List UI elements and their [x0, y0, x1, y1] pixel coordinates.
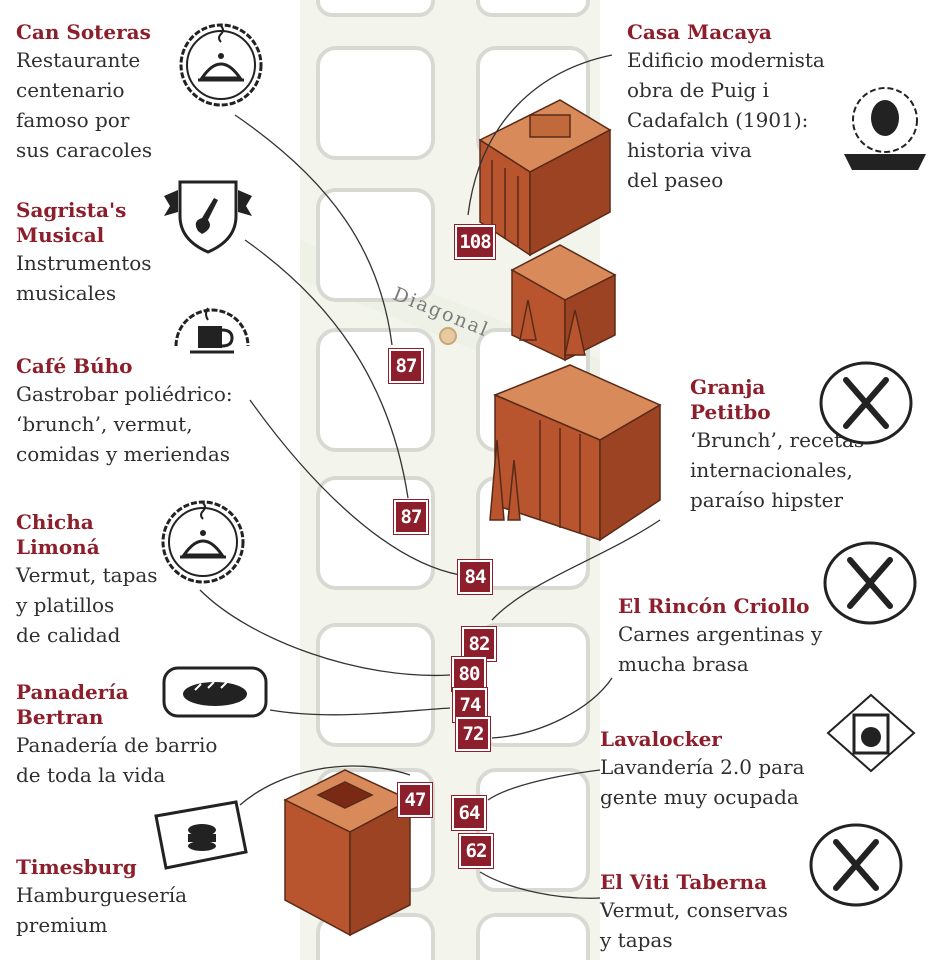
dish-cloche-icon — [161, 500, 245, 584]
place-title: El Viti Taberna — [600, 870, 768, 894]
place-desc-line: historia viva — [627, 138, 752, 162]
number-82: 82 — [461, 626, 497, 662]
place-title: Café Búho — [16, 354, 133, 378]
place-el-rincon-criollo: El Rincón Criollo Carnes argentinas y mu… — [618, 594, 822, 679]
place-desc-line: del paseo — [627, 168, 724, 192]
fork-knife-icon — [809, 823, 903, 907]
place-desc-line: Panadería de barrio — [16, 733, 218, 757]
timesburg-building — [283, 769, 412, 937]
place-desc-line: internacionales, — [690, 458, 853, 482]
church-building — [489, 299, 662, 542]
number-62: 62 — [458, 833, 494, 869]
place-desc-line: sus caracoles — [16, 138, 153, 162]
place-desc-line: obra de Puig i — [627, 78, 769, 102]
place-desc-line: de toda la vida — [16, 763, 166, 787]
place-desc-line: paraíso hipster — [690, 488, 844, 512]
fork-knife-icon — [823, 541, 917, 625]
place-el-viti-taberna: El Viti Taberna Vermut, conservas y tapa… — [600, 870, 788, 955]
place-chicha-limona: Chicha Limoná Vermut, tapas y platillos … — [16, 510, 158, 650]
place-desc-line: Edificio modernista — [627, 48, 825, 72]
place-desc-line: Restaurante — [16, 48, 141, 72]
guitar-shield-icon — [164, 180, 252, 254]
burger-ticket-icon — [154, 800, 248, 870]
place-title: Granja — [690, 375, 766, 399]
place-desc-line: Cadafalch (1901): — [627, 108, 809, 132]
coffee-cup-icon — [174, 307, 250, 354]
place-timesburg: Timesburg Hamburguesería premium — [16, 855, 187, 940]
place-desc-line: Lavandería 2.0 para — [600, 755, 805, 779]
place-desc-line: centenario — [16, 78, 125, 102]
place-title: Petitbo — [690, 400, 771, 424]
place-title: Timesburg — [16, 855, 137, 879]
place-lavalocker: Lavalocker Lavandería 2.0 para gente muy… — [600, 727, 805, 812]
place-desc-line: gente muy ocupada — [600, 785, 799, 809]
place-desc-line: Vermut, tapas — [16, 563, 158, 587]
dish-cloche-icon — [179, 23, 263, 107]
place-title: Lavalocker — [600, 727, 722, 751]
place-title: Casa Macaya — [627, 20, 772, 44]
place-desc-line: y tapas — [600, 928, 673, 952]
place-granja-petitbo: Granja Petitbo ‘Brunch’, recetas interna… — [690, 375, 864, 515]
place-can-soteras: Can Soteras Restaurante centenario famos… — [16, 20, 152, 165]
number-87-b: 87 — [393, 499, 429, 535]
place-title: Bertran — [16, 705, 104, 729]
diagonal-dot — [439, 327, 457, 345]
place-desc-line: Carnes argentinas y — [618, 622, 823, 646]
place-sagristas-musical: Sagrista's Musical Instrumentos musicale… — [16, 198, 152, 308]
place-desc-line: ‘brunch’, vermut, — [16, 412, 193, 436]
place-desc-line: comidas y meriendas — [16, 442, 231, 466]
number-84: 84 — [457, 559, 493, 595]
number-47: 47 — [397, 782, 433, 818]
number-108: 108 — [454, 224, 496, 260]
place-desc-line: Hamburguesería — [16, 883, 188, 907]
place-desc-line: de calidad — [16, 623, 121, 647]
place-desc-line: Gastrobar poliédrico: — [16, 382, 233, 406]
number-64: 64 — [451, 795, 487, 831]
place-panaderia-bertran: Panadería Bertran Panadería de barrio de… — [16, 680, 217, 790]
place-desc-line: mucha brasa — [618, 652, 749, 676]
number-72: 72 — [455, 716, 491, 752]
place-casa-macaya: Casa Macaya Edificio modernista obra de … — [627, 20, 825, 195]
place-title: El Rincón Criollo — [618, 594, 810, 618]
casa-macaya-building — [478, 99, 612, 257]
place-title: Limoná — [16, 535, 100, 559]
place-title: Chicha — [16, 510, 94, 534]
place-desc-line: Vermut, conservas — [600, 898, 788, 922]
fork-knife-icon — [819, 361, 913, 445]
place-desc-line: Instrumentos — [16, 251, 152, 275]
place-desc-line: premium — [16, 913, 108, 937]
place-title: Sagrista's — [16, 198, 127, 222]
place-title: Panadería — [16, 680, 129, 704]
connector-arrows — [199, 54, 661, 899]
number-80: 80 — [451, 656, 487, 692]
place-title: Musical — [16, 223, 105, 247]
bread-icon — [162, 666, 268, 718]
place-desc-line: famoso por — [16, 108, 130, 132]
place-desc-line: musicales — [16, 281, 117, 305]
place-cafe-buho: Café Búho Gastrobar poliédrico: ‘brunch’… — [16, 354, 233, 469]
number-87-a: 87 — [388, 348, 424, 384]
washing-machine-icon — [826, 693, 916, 773]
place-title: Can Soteras — [16, 20, 151, 44]
portrait-icon — [844, 87, 926, 170]
place-desc-line: y platillos — [16, 593, 115, 617]
